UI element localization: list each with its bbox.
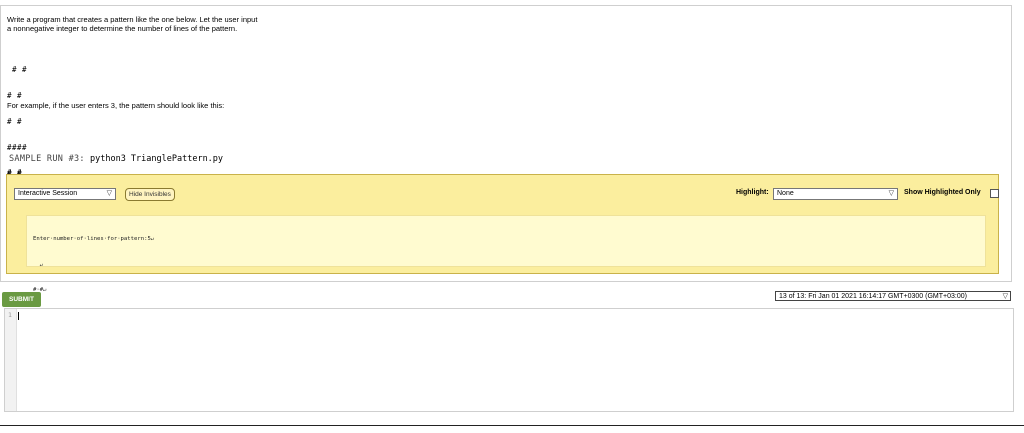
problem-statement-panel: Write a program that creates a pattern l… bbox=[0, 5, 1012, 370]
highlight-label: Highlight: bbox=[736, 189, 769, 196]
show-highlighted-checkbox[interactable] bbox=[990, 189, 999, 198]
line-number: 1 bbox=[8, 311, 12, 319]
pattern-line: # # bbox=[7, 65, 28, 75]
divider bbox=[0, 425, 1024, 426]
session-line: ↵ bbox=[33, 261, 44, 268]
pattern-line: # # bbox=[7, 116, 23, 126]
show-highlighted-label: Show Highlighted Only bbox=[904, 189, 981, 196]
session-line: #·#↵ bbox=[33, 287, 47, 293]
pattern-line: # # bbox=[7, 143, 28, 153]
text-cursor bbox=[18, 312, 19, 320]
highlight-value: None bbox=[777, 190, 794, 197]
problem-text-line-2: a nonnegative integer to determine the n… bbox=[7, 24, 238, 33]
pattern-example-2: # # # # bbox=[7, 127, 27, 196]
example-text: For example, if the user enters 3, the p… bbox=[7, 101, 225, 110]
code-editor[interactable]: 1 bbox=[4, 308, 1014, 412]
sample-run-heading: SAMPLE RUN #3: python3 TrianglePattern.p… bbox=[9, 154, 223, 164]
session-output: Enter·number·of·lines·for·pattern:5↵ ↵ #… bbox=[26, 215, 986, 370]
sample-run-label: SAMPLE RUN #3: bbox=[9, 154, 85, 164]
chevron-down-icon: ▽ bbox=[888, 190, 894, 197]
submission-history-select[interactable]: 13 of 13: Fri Jan 01 2021 16:14:17 GMT+0… bbox=[775, 291, 1011, 301]
hide-invisibles-button[interactable]: Hide Invisibles bbox=[125, 188, 175, 201]
submission-history-value: 13 of 13: Fri Jan 01 2021 16:14:17 GMT+0… bbox=[779, 293, 967, 300]
submit-button[interactable]: SUBMIT bbox=[2, 292, 41, 307]
interactive-session-panel: Interactive Session ▽ Hide Invisibles Hi… bbox=[6, 174, 999, 370]
session-mode-value: Interactive Session bbox=[18, 190, 78, 197]
chevron-down-icon: ▽ bbox=[106, 190, 112, 197]
pattern-line: # # bbox=[7, 169, 27, 179]
session-line: Enter·number·of·lines·for·pattern:5↵ bbox=[33, 236, 155, 242]
chevron-down-icon: ▽ bbox=[1002, 293, 1008, 300]
sample-run-command: python3 TrianglePattern.py bbox=[89, 154, 224, 164]
pattern-line: # # bbox=[7, 90, 23, 100]
pattern-line: # # bbox=[7, 168, 23, 178]
pattern-line: # # bbox=[7, 142, 23, 152]
highlight-select[interactable]: None ▽ bbox=[773, 188, 898, 200]
editor-gutter: 1 bbox=[5, 309, 17, 411]
pattern-example-1: # # # # # # # # # # bbox=[7, 49, 27, 195]
problem-text-line-1: Write a program that creates a pattern l… bbox=[7, 15, 258, 24]
session-mode-select[interactable]: Interactive Session ▽ bbox=[14, 188, 116, 200]
